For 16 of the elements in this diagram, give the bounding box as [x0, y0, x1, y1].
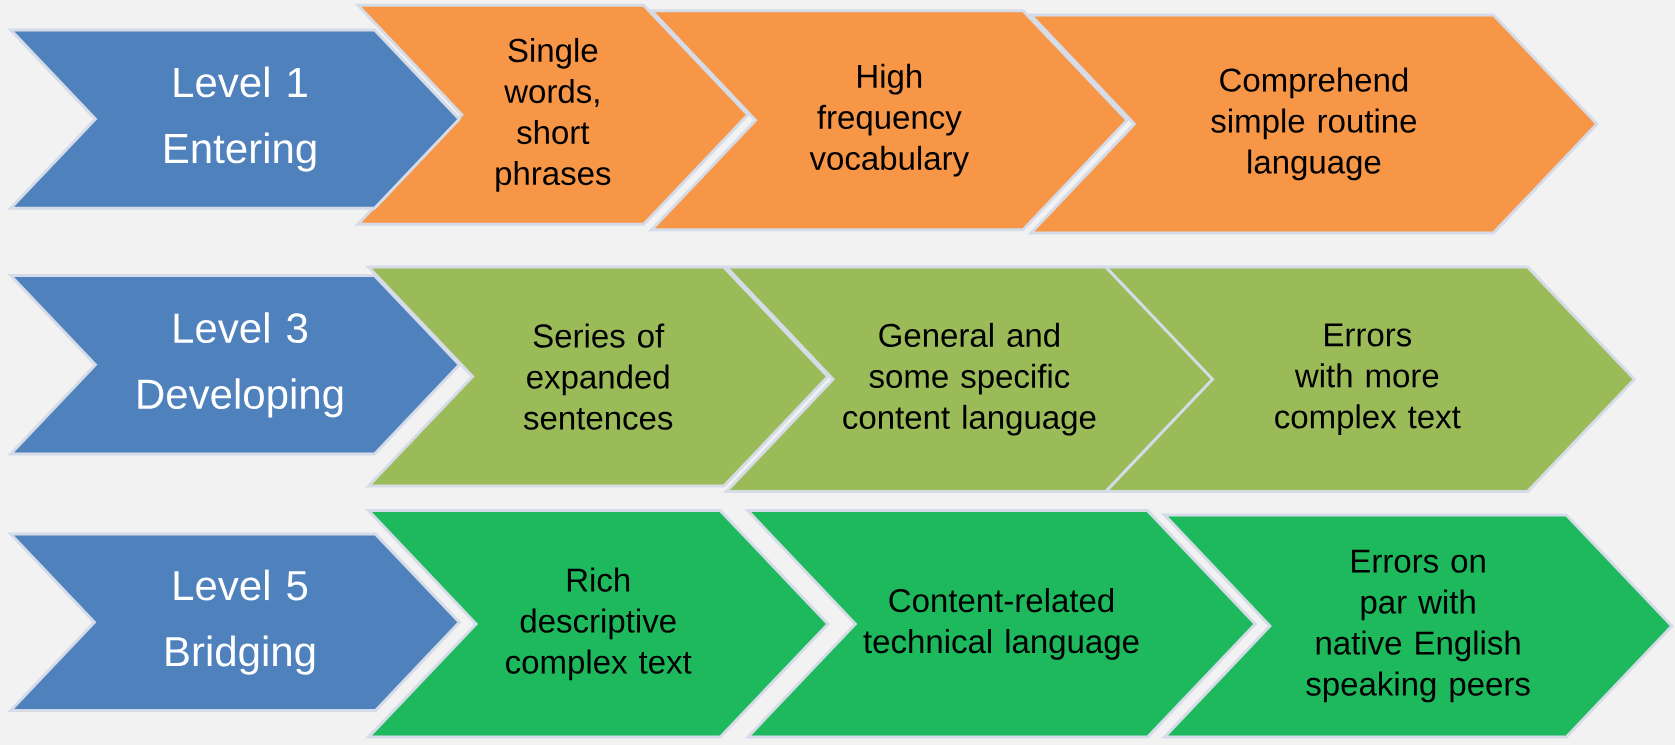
step-panel: Single words, short phrases [354, 3, 750, 226]
step-panel: Comprehend simple routine language [1027, 13, 1600, 235]
level-panel: Level 1 Entering [7, 28, 462, 210]
step-panel: High frequency vocabulary [648, 9, 1130, 232]
step-panel: Errors with more complex text [1096, 265, 1637, 493]
step-panel: Errors on par with native English speaking peers [1160, 513, 1674, 739]
level-panel: Level 5 Bridging [7, 532, 462, 712]
step-panel: Content-related technical language [744, 509, 1258, 739]
node-label: Errors on par with native English speaking peers [1306, 549, 1530, 703]
level-panel: Level 3 Developing [7, 274, 462, 456]
step-panel: Series of expanded sentences [365, 265, 830, 488]
step-panel: General and some specific content language [722, 265, 1215, 493]
node-label: Errors with more complex text [1275, 323, 1461, 435]
node-label: Rich descriptive complex text [506, 567, 692, 681]
step-panel: Rich descriptive complex text [365, 509, 830, 739]
node-label: Content-related technical language [863, 588, 1139, 660]
